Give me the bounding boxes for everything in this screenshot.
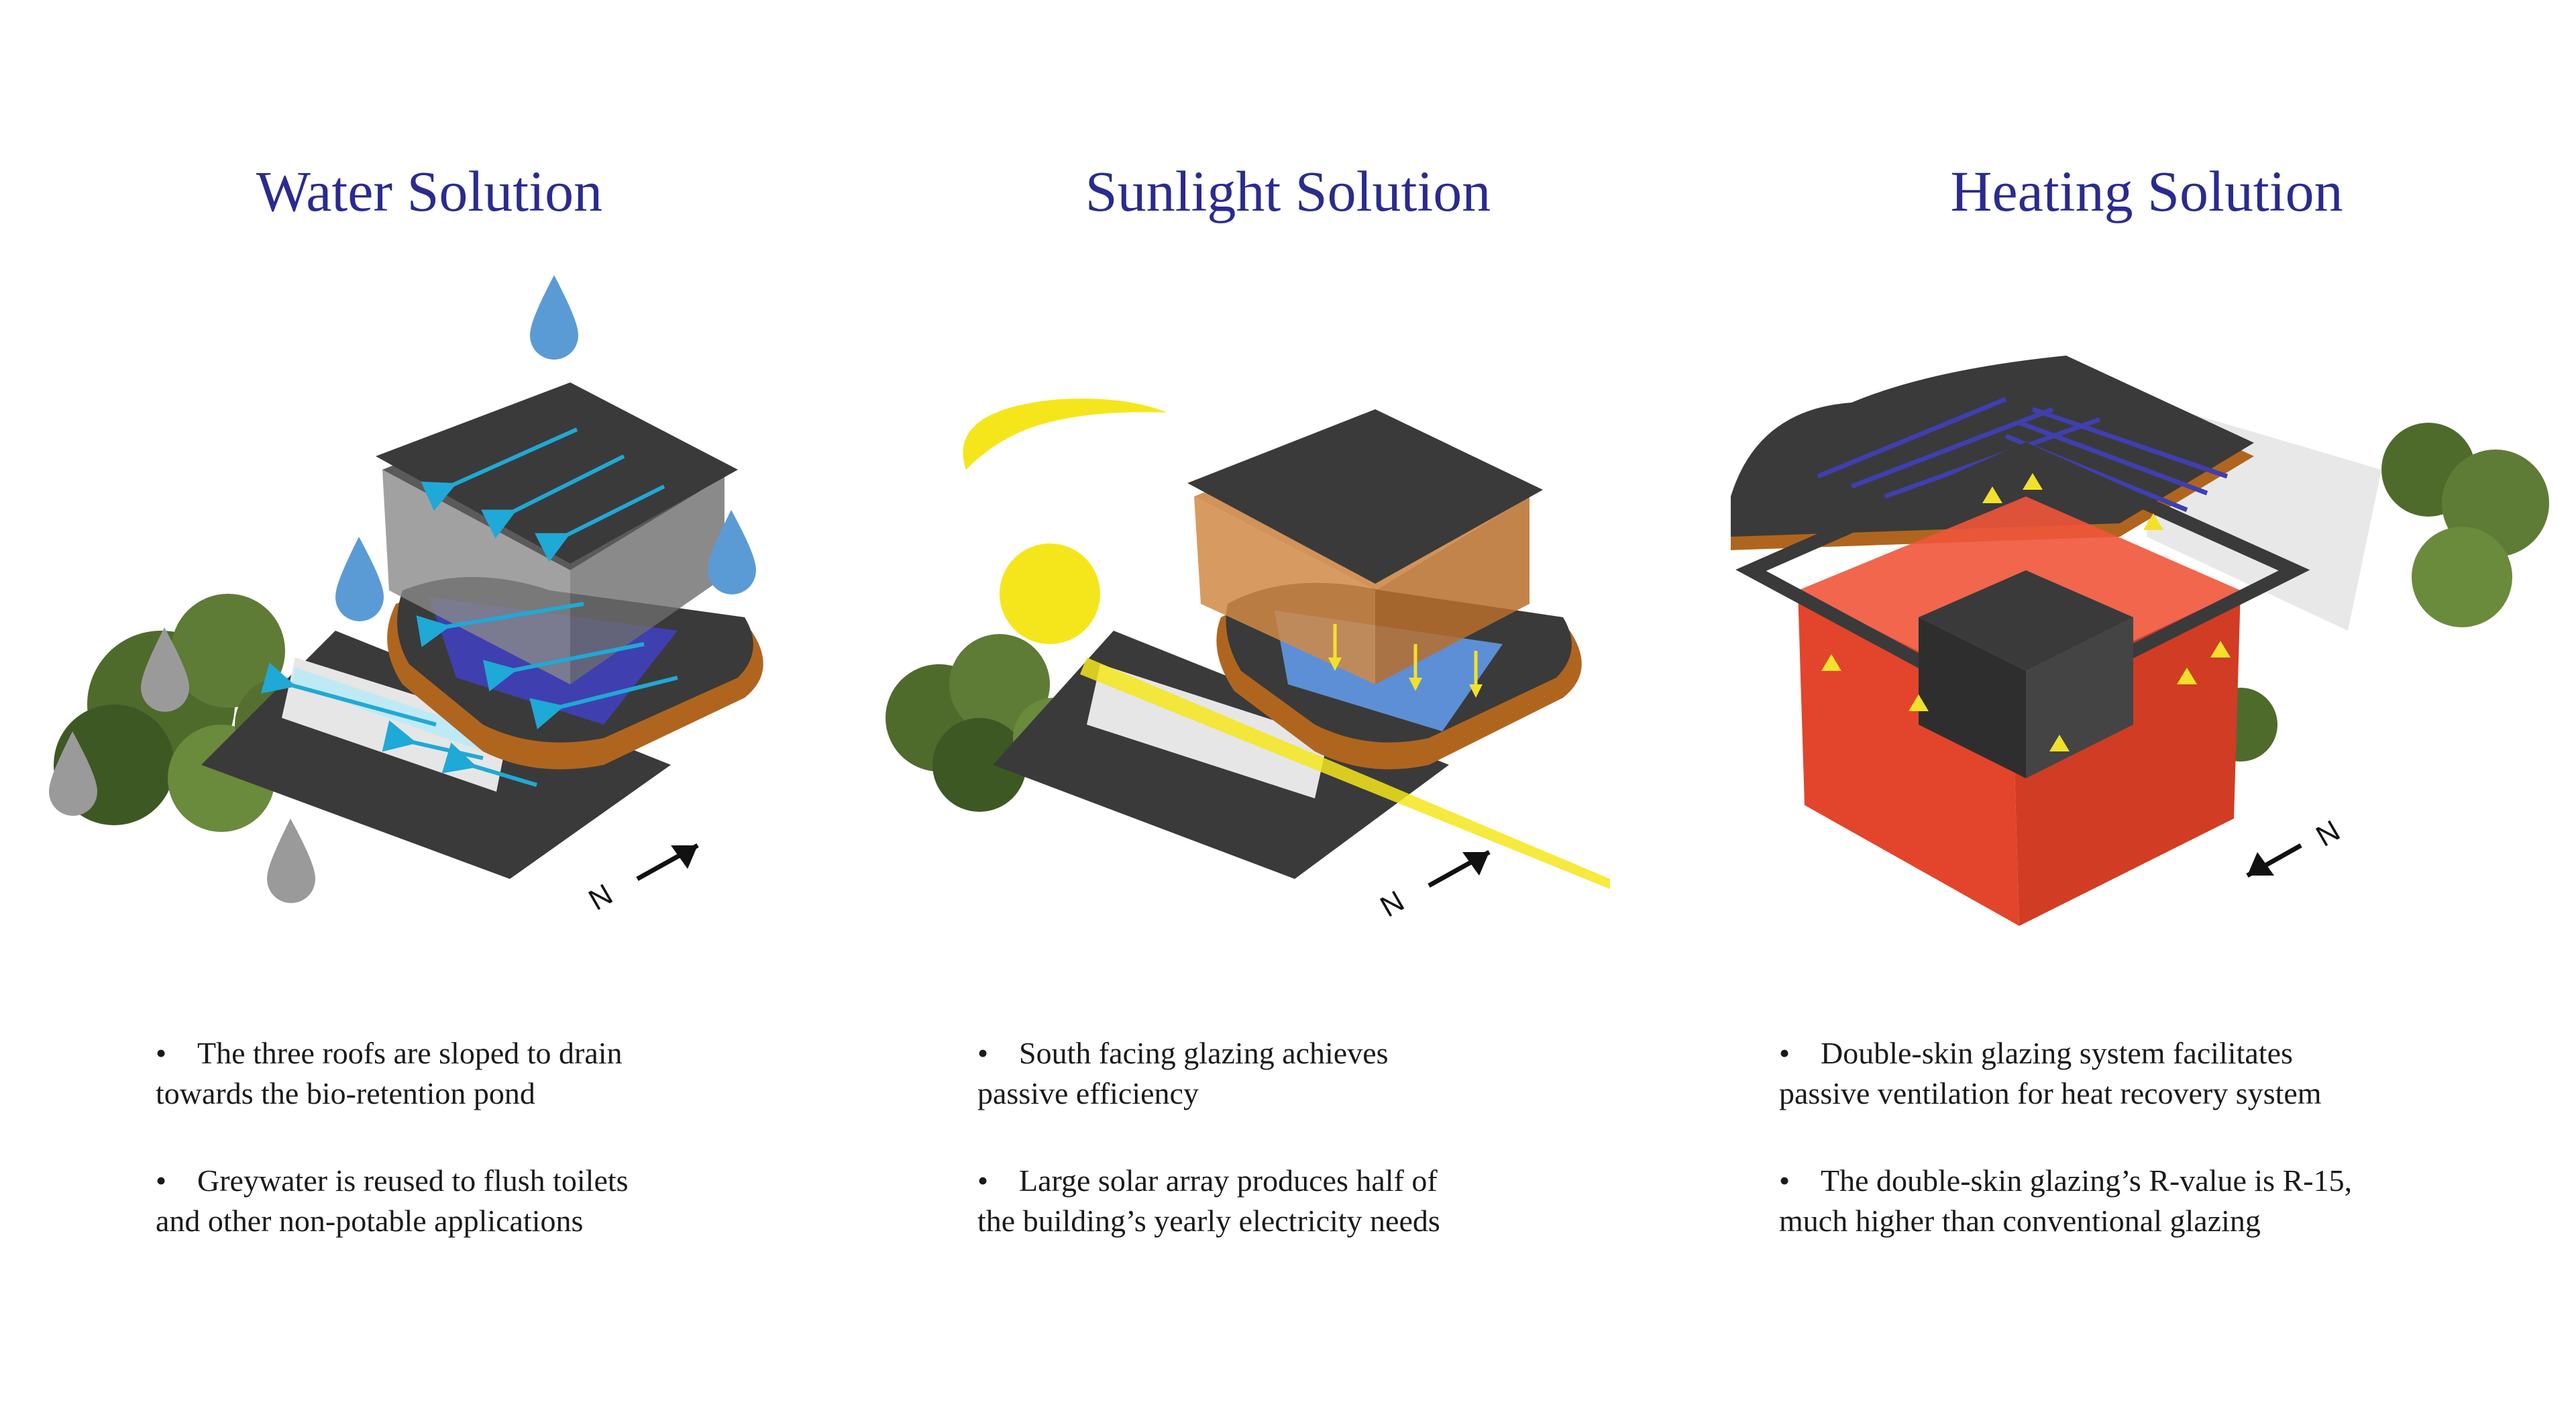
bullet-item: •South facing glazing achieves passive e… [977, 1036, 1389, 1110]
bullet-list: •The three roofs are sloped to drain tow… [156, 1033, 826, 1288]
heating-diagram: N [1731, 356, 2549, 926]
tree-cluster [2204, 423, 2549, 762]
north-arrow-icon: N [1375, 849, 1491, 924]
north-label: N [583, 878, 618, 916]
sun-path [963, 399, 1167, 470]
bullet-list: •South facing glazing achieves passive e… [977, 1033, 1702, 1288]
flow-arrow-icon [260, 427, 678, 787]
flow-arrow-icon [1333, 624, 1478, 684]
panel-title: Sunlight Solution [1085, 159, 1491, 223]
flow-arrow-icon [1828, 490, 2224, 919]
sunlight-solution-panel: Sunlight Solution [859, 0, 1717, 1417]
water-diagram: N [49, 275, 763, 917]
heating-solution-panel: Heating Solution [1717, 0, 2576, 1417]
bullet-item: •The three roofs are sloped to drain tow… [156, 1036, 623, 1110]
north-label: N [2310, 814, 2345, 853]
bullet-list: •Double-skin glazing system facilitates … [1779, 1033, 2557, 1288]
north-arrow-icon: N [2246, 814, 2345, 878]
sunlight-diagram: N [885, 399, 1610, 924]
upper-roof [376, 382, 738, 564]
north-arrow-icon: N [583, 843, 699, 917]
water-solution-panel: Water Solution [0, 0, 859, 1417]
bullet-item: •Double-skin glazing system facilitates … [1779, 1036, 2322, 1110]
bullet-item: •Large solar array produces half of the … [977, 1163, 1440, 1238]
panel-title: Water Solution [256, 159, 603, 223]
bullet-item: •Greywater is reused to flush toilets an… [156, 1163, 629, 1238]
raindrop-icon [49, 275, 756, 903]
bullet-item: •The double-skin glazing’s R-value is R-… [1779, 1163, 2353, 1238]
sun-icon [1000, 543, 1100, 644]
panel-title: Heating Solution [1950, 159, 2343, 223]
sunbeam [1080, 658, 1610, 889]
north-label: N [1375, 884, 1409, 923]
